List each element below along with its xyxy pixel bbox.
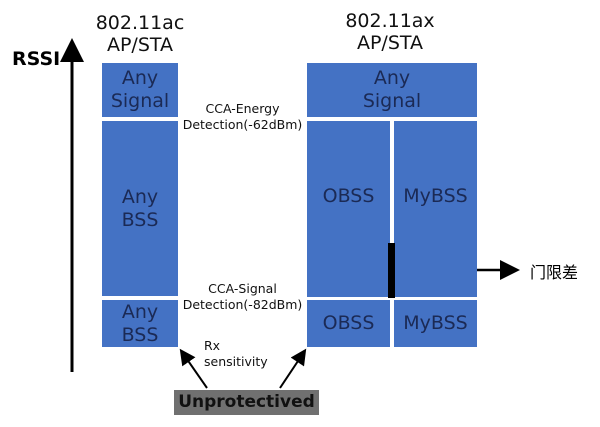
- threshold-diff-label: 门限差: [530, 263, 579, 282]
- left-column-header: 802.11ac AP/STA: [95, 12, 185, 56]
- unprotected-label: Unprotectived: [174, 390, 319, 415]
- cca-signal-label: CCA-Signal Detection(-82dBm): [182, 281, 303, 312]
- right-obss-low-block: OBSS: [307, 300, 390, 347]
- right-mybss-low-block: MyBSS: [394, 300, 477, 347]
- unprotected-right-arrow: [279, 348, 307, 389]
- unprotected-left-arrow: [179, 348, 208, 389]
- left-any-bss-block: Any BSS: [102, 121, 178, 296]
- right-mybss-block: MyBSS: [394, 121, 477, 297]
- right-column-header: 802.11ax AP/STA: [345, 10, 435, 54]
- cca-energy-label: CCA-Energy Detection(-62dBm): [182, 101, 303, 132]
- threshold-bar: [388, 243, 395, 298]
- left-any-bss-low-block: Any BSS: [102, 300, 178, 347]
- rssi-label: RSSI: [12, 48, 61, 70]
- right-obss-block: OBSS: [307, 121, 390, 297]
- left-any-signal-block: Any Signal: [102, 63, 178, 117]
- right-any-signal-block: Any Signal: [307, 63, 477, 117]
- rx-sensitivity-label: Rx sensitivity: [204, 338, 268, 369]
